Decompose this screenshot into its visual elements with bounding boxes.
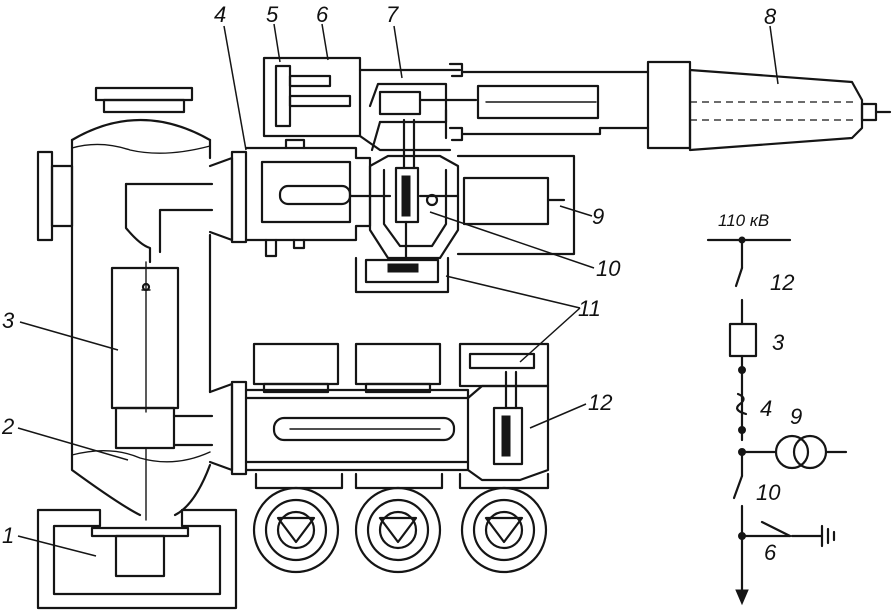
base-frame: [36, 508, 238, 610]
schematic-label-12: 12: [770, 270, 794, 295]
callout-3: 3: [2, 308, 15, 333]
voltage-label: 110 кВ: [718, 211, 769, 230]
callout-labels: 1 2 3 4 5 6 7 8 9 10 11 12: [1, 2, 777, 548]
callout-4: 4: [214, 2, 226, 27]
lower-drive-caps: [252, 342, 550, 394]
vertical-tank: [36, 86, 214, 521]
upper-bus-enclosure: [208, 138, 392, 258]
schematic-label-10: 10: [756, 480, 781, 505]
callout-10: 10: [596, 256, 621, 281]
voltage-transformer: [456, 154, 576, 256]
schematic-label-6: 6: [764, 540, 777, 565]
drive-unit-top: [354, 256, 450, 294]
schematic-label-3: 3: [772, 330, 785, 355]
cable-drums: [252, 472, 550, 574]
schematic-label-4: 4: [760, 396, 772, 421]
breaker-head: [368, 118, 460, 260]
callout-6: 6: [316, 2, 329, 27]
callout-9: 9: [592, 204, 604, 229]
lower-right-breaker: [466, 370, 550, 482]
callout-7: 7: [386, 2, 399, 27]
callout-12: 12: [588, 390, 612, 415]
callout-11: 11: [578, 296, 601, 321]
schematic-label-9: 9: [790, 404, 802, 429]
callout-8: 8: [764, 4, 777, 29]
callout-5: 5: [266, 2, 279, 27]
leader-lines: [17, 23, 779, 557]
top-disconnector: [262, 56, 478, 152]
cable-bushing: [448, 60, 892, 152]
lower-bus-enclosure: [208, 380, 470, 476]
single-line-schematic: 110 кВ 12 3 4 9 10 6: [706, 211, 848, 606]
callout-1: 1: [2, 523, 14, 548]
callout-2: 2: [1, 414, 14, 439]
